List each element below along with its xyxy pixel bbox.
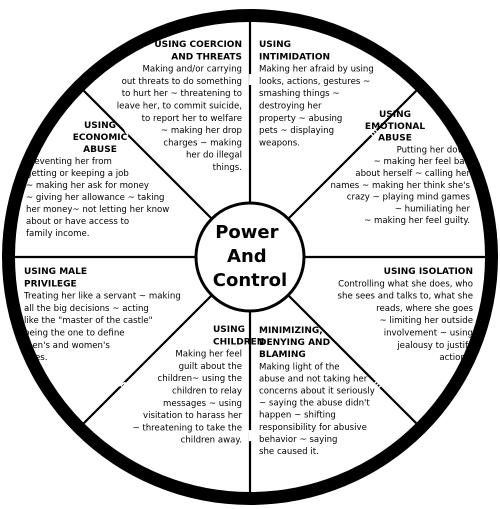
section-intimidation-body-line: Making her afraid by using	[259, 65, 374, 75]
section-minimizing-body-line: concerns about it seriously	[259, 387, 375, 397]
section-children-body-line: guilt about the	[179, 362, 242, 372]
section-economic-body-line: her money~ not letting her know	[26, 205, 169, 215]
section-isolation-body-line: Controlling what she does, who	[338, 279, 473, 289]
section-children-body-line: messages ~ using	[163, 399, 242, 409]
section-children-body-line: children~ using the	[158, 374, 242, 384]
section-coercion-body-line: out threats to do something	[122, 77, 242, 87]
section-intimidation-title: USING	[259, 40, 291, 50]
section-male-privilege-title: PRIVILEGE	[24, 279, 77, 289]
section-intimidation-body-line: smashing things ~	[259, 89, 340, 99]
section-minimizing-title: DENYING AND	[259, 338, 330, 348]
center-line-2: And	[227, 246, 267, 267]
section-economic-title: ABUSE	[83, 145, 117, 155]
section-male-privilege-body-line: men's and women's	[24, 341, 110, 351]
section-intimidation-body-line: pets ~ displaying	[259, 126, 334, 136]
center-line-1: Power	[215, 222, 278, 243]
section-isolation-body-line: involvement ~ using	[384, 329, 473, 339]
section-economic-body-line: ~ making her ask for money	[26, 181, 149, 191]
section-economic-body-line: ~ giving her allowance ~ taking	[26, 193, 165, 203]
section-minimizing-body-line: behavior ~ saying	[259, 435, 338, 445]
section-emotional-body-line: about herself ~ calling her	[355, 169, 470, 179]
section-isolation: USING ISOLATION Controlling what she does…	[338, 267, 474, 363]
section-emotional-body-line: ~ making her feel guilty.	[364, 216, 470, 226]
section-minimizing-body-line: ~ saying the abuse didn't	[259, 399, 370, 409]
section-emotional-title: ABUSE	[378, 134, 412, 144]
section-children-title: USING	[213, 325, 245, 335]
center-hub	[194, 201, 306, 313]
section-economic-body-line: family income.	[26, 229, 89, 239]
section-economic-title: USING	[84, 121, 116, 131]
section-minimizing-body-line: Making light of the	[259, 362, 340, 372]
section-intimidation-body-line: weapons.	[259, 138, 300, 148]
section-coercion-body-line: ~ making her drop	[161, 126, 242, 136]
section-economic-title: ECONOMIC	[73, 133, 128, 143]
section-minimizing-title: BLAMING	[259, 350, 306, 360]
section-children-body-line: visitation to harass her	[143, 411, 242, 421]
section-intimidation-body-line: property ~ abusing	[259, 114, 342, 124]
section-coercion-body-line: her do illegal	[186, 151, 242, 161]
section-male-privilege-title: USING MALE	[24, 267, 87, 277]
section-children-body-line: ~ threatening to take the	[132, 423, 242, 433]
section-isolation-body-line: she sees and talks to, what she	[338, 292, 473, 302]
section-male-privilege-body-line: being the one to define	[24, 329, 125, 339]
section-coercion-body-line: Making and/or carrying	[142, 65, 242, 75]
section-intimidation-body-line: destroying her	[259, 102, 322, 112]
section-coercion-body-line: to report her to welfare	[142, 114, 242, 124]
wheel-sections: USING COERCION AND THREATS Making and/or c…	[23, 40, 474, 457]
section-emotional-body-line: ~ humiliating her	[395, 204, 471, 214]
section-minimizing-body-line: happen ~ shifting	[259, 411, 336, 421]
section-male-privilege-body-line: roles.	[24, 353, 48, 363]
section-coercion-body-line: to hurt her ~ threatening to	[122, 89, 242, 99]
section-coercion-body-line: things.	[213, 163, 242, 173]
section-emotional-title: USING	[379, 110, 411, 120]
section-minimizing-body-line: she caused it.	[259, 447, 319, 457]
section-isolation-body-line: actions.	[439, 353, 473, 363]
section-isolation-body-line: jealousy to justify	[396, 341, 473, 351]
section-coercion-title: USING COERCION	[154, 40, 242, 50]
center-line-3: Control	[213, 270, 287, 291]
section-emotional-body-line: Putting her down	[397, 145, 470, 155]
section-economic-body-line: getting or keeping a job	[26, 169, 129, 179]
section-economic-body-line: about or have access to	[26, 217, 129, 227]
section-emotional-body-line: names ~ making her think she's	[330, 181, 470, 191]
section-children: USING CHILDREN Making her feel guilt about …	[132, 325, 264, 446]
section-coercion-body-line: charges ~ making	[163, 138, 242, 148]
svg-text:Power And Control: Power And Control	[213, 222, 287, 291]
section-isolation-body-line: reads, where she goes	[376, 304, 473, 314]
section-isolation-body-line: ~ limiting her outside	[379, 316, 473, 326]
section-minimizing-body-line: abuse and not taking her	[259, 374, 368, 384]
section-emotional-body-line: ~ making her feel bad	[374, 157, 470, 167]
section-children-body-line: children away.	[181, 436, 242, 446]
section-children-body-line: Making her feel	[175, 350, 242, 360]
section-minimizing-body-line: responsibility for abusive	[259, 423, 367, 433]
section-children-body-line: children to relay	[172, 387, 242, 397]
section-minimizing-title: MINIMIZING,	[259, 326, 323, 336]
section-minimizing: MINIMIZING, DENYING AND BLAMING Making ligh…	[259, 326, 375, 457]
section-intimidation-title: INTIMIDATION	[259, 52, 330, 62]
section-emotional-title: EMOTIONAL	[365, 122, 425, 132]
section-coercion-title: AND THREATS	[171, 52, 242, 62]
section-male-privilege-body-line: like the "master of the castle"	[24, 316, 153, 326]
section-male-privilege-body-line: Treating her like a servant ~ making	[23, 292, 181, 302]
section-economic-body-line: Preventing her from	[26, 157, 112, 167]
section-male-privilege: USING MALE PRIVILEGE Treating her like a s…	[23, 267, 181, 363]
section-emotional-body-line: crazy ~ playing mind games	[347, 193, 471, 203]
rim-bottom-violence: VIOLENCE	[204, 422, 295, 445]
section-intimidation: USING INTIMIDATION Making her afraid by us…	[259, 40, 374, 148]
section-coercion-body-line: leave her, to commit suicide,	[117, 102, 242, 112]
section-isolation-title: USING ISOLATION	[384, 267, 473, 277]
section-children-title: CHILDREN	[213, 337, 264, 347]
svg-text:VIOLENCE: VIOLENCE	[204, 422, 296, 445]
section-coercion: USING COERCION AND THREATS Making and/or c…	[117, 40, 242, 173]
section-male-privilege-body-line: all the big decisions ~ acting	[24, 304, 149, 314]
section-economic: USING ECONOMIC ABUSE Preventing her from get…	[26, 121, 169, 239]
section-intimidation-body-line: looks, actions, gestures ~	[259, 77, 370, 87]
